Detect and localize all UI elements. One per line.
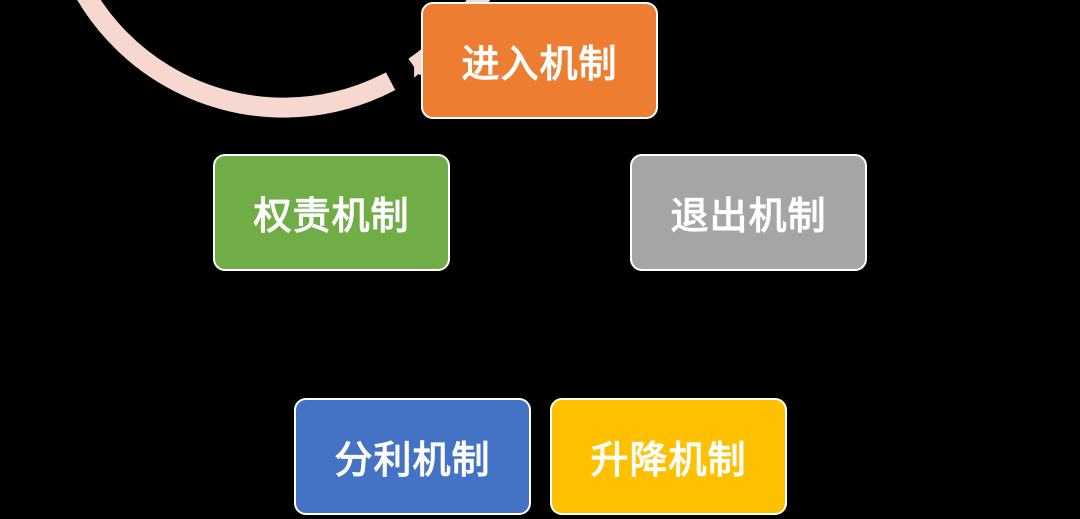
node-profit-sharing-mechanism: 分利机制 [294,398,531,515]
node-exit-label: 退出机制 [670,194,827,238]
node-entry-mechanism: 进入机制 [421,2,658,119]
node-responsibility-label: 权责机制 [253,194,410,238]
node-promotion-mechanism: 升降机制 [550,398,787,515]
node-exit-mechanism: 退出机制 [630,154,867,271]
node-promotion-label: 升降机制 [590,438,747,482]
node-profit-sharing-label: 分利机制 [334,438,491,482]
cycle-connector-ring [77,0,491,118]
node-responsibility-mechanism: 权责机制 [213,154,450,271]
node-entry-label: 进入机制 [461,42,618,86]
